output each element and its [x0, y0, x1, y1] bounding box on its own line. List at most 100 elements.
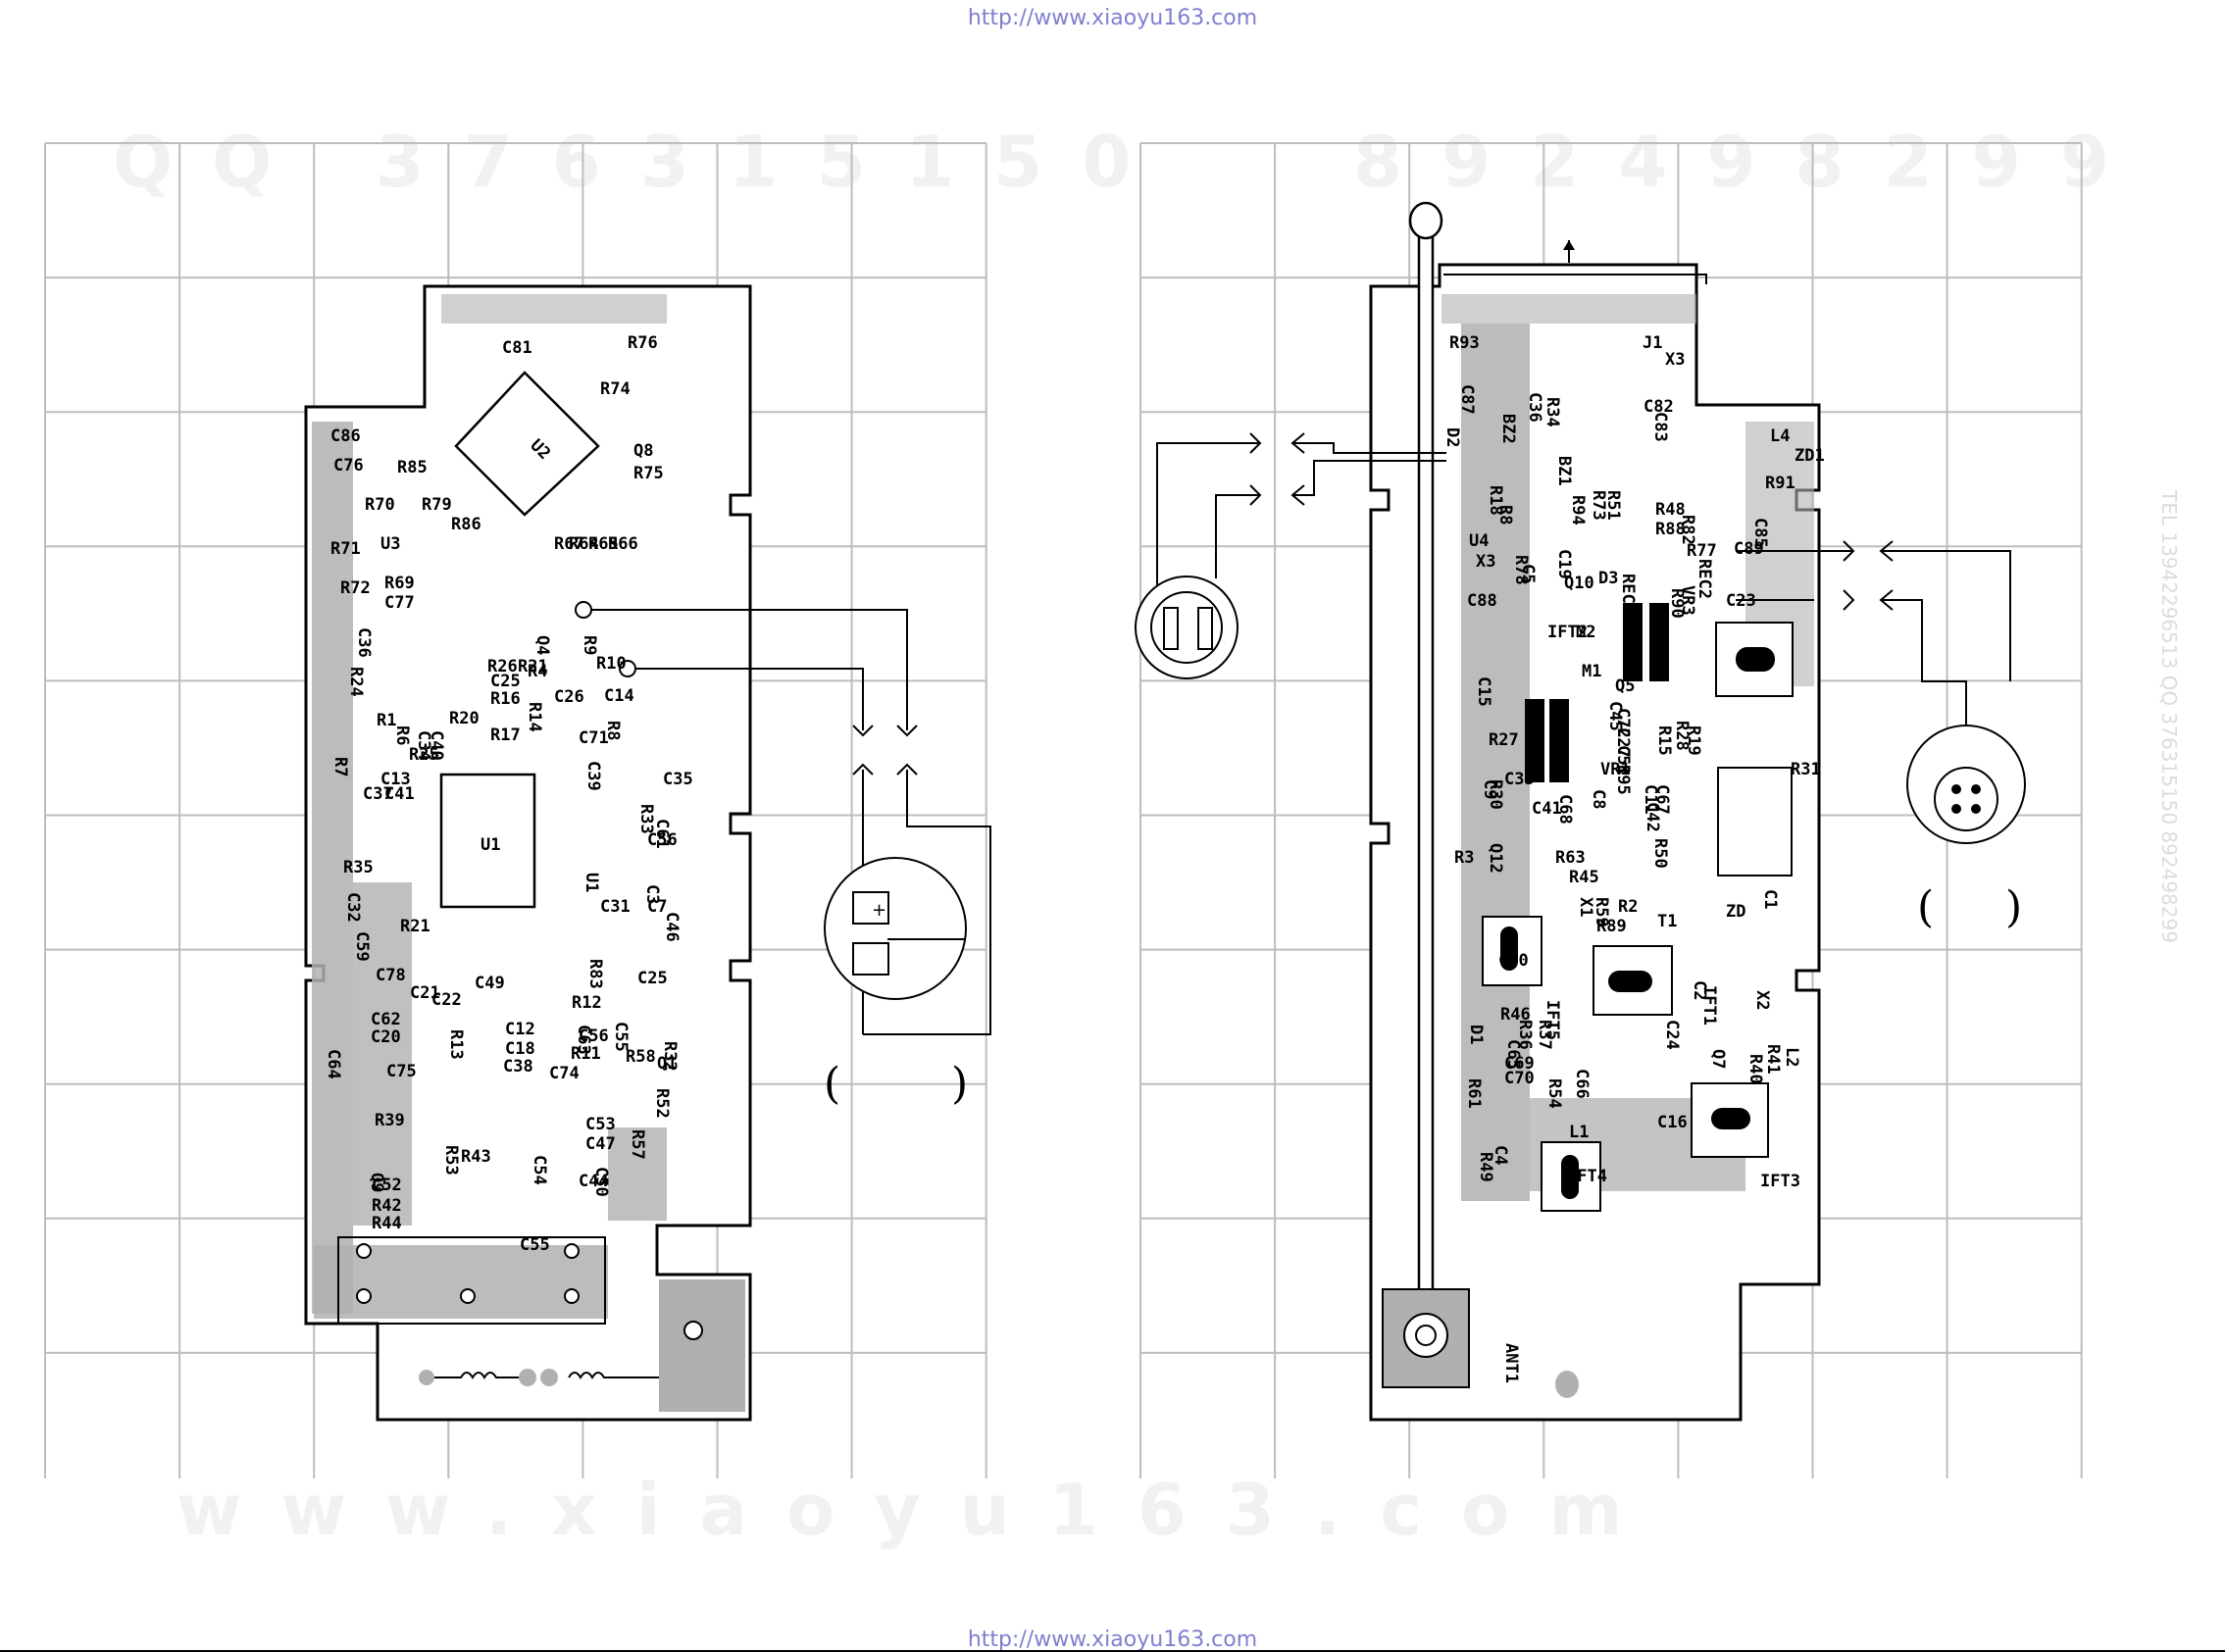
- left-label-r17: R17: [490, 726, 521, 745]
- right-label-r63: R63: [1555, 848, 1586, 868]
- right-label-c69: C69: [1504, 1054, 1535, 1074]
- left-label-r14: R14: [525, 702, 544, 732]
- left-label-r21: R21: [518, 657, 548, 676]
- right-label-c8: C8: [1589, 789, 1608, 809]
- left-label-c86: C86: [330, 426, 361, 446]
- left-label-u1: U1: [582, 873, 601, 892]
- left-label-c26: C26: [554, 687, 584, 707]
- right-label-r19: R19: [1684, 726, 1703, 756]
- right-label-c87: C87: [1457, 384, 1477, 415]
- left-label-r7: R7: [330, 757, 350, 776]
- left-label-r10: R10: [596, 654, 627, 674]
- left-label-c36: C36: [354, 627, 374, 658]
- right-label-r27: R27: [1489, 730, 1519, 750]
- right-label-c89: C89: [1734, 539, 1764, 559]
- left-label-c44: C44: [579, 1172, 609, 1191]
- left-label-c46: C46: [662, 912, 682, 942]
- left-label-r57: R57: [628, 1129, 647, 1160]
- left-label-c13: C13: [380, 770, 411, 789]
- right-label-r93: R93: [1449, 333, 1480, 353]
- left-label-c3: C3: [642, 884, 662, 904]
- footer-url: http://www.xiaoyu163.com: [967, 1627, 1258, 1652]
- right-label-r31: R31: [1791, 760, 1821, 779]
- right-label-r54: R54: [1544, 1078, 1564, 1109]
- watermark-top-left: QQ 376315150: [113, 121, 1170, 203]
- left-label-r64: R64: [569, 534, 599, 554]
- right-label-q5: Q5: [1615, 676, 1635, 696]
- right-label-x3: X3: [1665, 350, 1685, 370]
- left-label-r39: R39: [375, 1111, 405, 1130]
- left-label-c7: C7: [647, 897, 667, 917]
- left-label-r69: R69: [384, 574, 415, 593]
- right-label-r73: R73: [1589, 490, 1608, 521]
- right-label-r28: R28: [1672, 721, 1692, 751]
- right-label-r90: R90: [1667, 588, 1687, 619]
- right-label-r37: R37: [1535, 1020, 1554, 1050]
- left-label-c47: C47: [585, 1134, 616, 1154]
- right-label-c5: C5: [1518, 564, 1538, 583]
- watermark-side: TEL 13942296513 QQ 376315150 892498299: [2157, 489, 2181, 943]
- right-label-c1: C1: [1760, 889, 1780, 909]
- right-label-c85: C85: [1750, 518, 1770, 548]
- left-label-c61: C61: [652, 819, 672, 849]
- right-label-q12: Q12: [1486, 843, 1505, 874]
- left-label-r4: R4: [528, 662, 547, 681]
- left-label-c59: C59: [352, 931, 372, 962]
- watermark-bottom: www.xiaoyu163.com: [177, 1469, 1661, 1551]
- right-label-c11: C11: [1641, 784, 1660, 815]
- right-label-r46: R46: [1500, 1005, 1531, 1025]
- left-label-c75: C75: [386, 1062, 417, 1081]
- watermark-top-right: 892498299: [1353, 121, 2149, 203]
- left-label-r67: R67: [554, 534, 584, 554]
- left-label-r85: R85: [397, 458, 428, 477]
- right-label-d3: D3: [1598, 569, 1618, 588]
- left-label-c62: C62: [371, 1010, 401, 1029]
- right-label-c33: C33: [1504, 770, 1535, 789]
- left-label-c76: C76: [333, 456, 364, 476]
- left-label-r26: R26: [487, 657, 518, 676]
- left-label-q1: Q1: [657, 1054, 677, 1074]
- left-label-c56: C56: [579, 1026, 609, 1046]
- left-label-r1: R1: [377, 711, 396, 730]
- right-label-r49: R49: [1476, 1152, 1495, 1182]
- left-label-q8: Q8: [633, 441, 653, 461]
- left-label-c53: C53: [585, 1115, 616, 1134]
- left-label-c74: C74: [549, 1064, 580, 1083]
- right-label-r30: R30: [1486, 779, 1505, 810]
- right-label-c15: C15: [1474, 676, 1493, 707]
- left-label-c38: C38: [503, 1057, 533, 1076]
- left-label-c22: C22: [431, 990, 462, 1010]
- right-label-x2: X2: [1752, 990, 1772, 1010]
- right-label-c41: C41: [1532, 799, 1562, 819]
- left-label-r16: R16: [490, 689, 521, 709]
- right-label-ift3: IFT3: [1760, 1172, 1800, 1191]
- left-label-c56: C56: [647, 830, 678, 850]
- right-label-r51: R51: [1603, 490, 1623, 521]
- right-label-c24: C24: [1662, 1020, 1682, 1050]
- right-label-r50: R50: [1650, 838, 1670, 869]
- right-label-c65: C65: [1503, 1039, 1523, 1070]
- left-label-q4: Q4: [532, 635, 552, 655]
- right-label-rec1: REC1: [1618, 574, 1638, 614]
- right-label-r40: R40: [1745, 1054, 1765, 1084]
- right-label-ift4: IFT4: [1567, 1167, 1607, 1186]
- left-label-r6: R6: [392, 726, 412, 745]
- left-label-c18: C18: [505, 1039, 535, 1059]
- right-open-paren: (: [1917, 882, 1934, 932]
- left-label-c55: C55: [520, 1235, 550, 1255]
- chip-u1: U1: [480, 835, 500, 855]
- left-label-c25: C25: [637, 969, 668, 988]
- right-label-r94: R94: [1568, 495, 1588, 526]
- right-label-ift1: IFT1: [1699, 985, 1719, 1026]
- right-label-r82: R82: [1678, 515, 1697, 545]
- right-label-r3: R3: [1454, 848, 1474, 868]
- left-label-r21: R21: [400, 917, 430, 936]
- left-label-c52: C52: [372, 1176, 402, 1195]
- right-label-q10: Q10: [1564, 574, 1594, 593]
- right-label-c67: C67: [1652, 784, 1672, 815]
- right-label-zd1: ZD1: [1795, 446, 1825, 466]
- left-label-r66: R66: [608, 534, 638, 554]
- right-label-c72: C72: [1613, 708, 1633, 738]
- left-label-c35: C35: [663, 770, 693, 789]
